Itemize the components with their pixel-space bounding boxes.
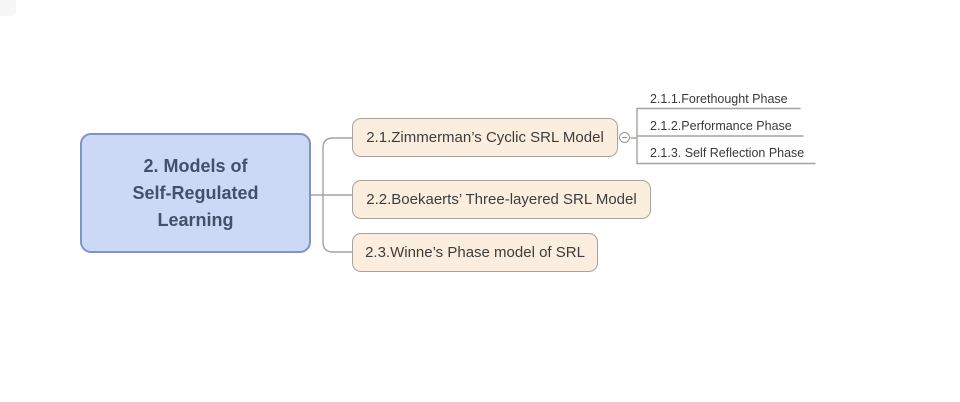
root-node[interactable]: 2. Models of Self-Regulated Learning (80, 133, 311, 253)
branch-node-label: 2.2.Boekaerts’ Three-layered SRL Model (366, 191, 637, 208)
leaf-node-forethought[interactable]: 2.1.1.Forethought Phase (650, 92, 788, 106)
connector-branch-2-1 (322, 137, 353, 196)
branch-node-label: 2.3.Winne’s Phase model of SRL (365, 244, 585, 261)
connector-branch-2-3 (322, 194, 353, 253)
branch-node-label: 2.1.Zimmerman’s Cyclic SRL Model (366, 129, 604, 146)
branch-node-winne[interactable]: 2.3.Winne’s Phase model of SRL (352, 233, 598, 272)
branch-node-zimmerman[interactable]: 2.1.Zimmerman’s Cyclic SRL Model (352, 118, 618, 157)
corner-artifact (0, 0, 16, 16)
minus-bar (622, 136, 627, 139)
collapse-minus-icon[interactable] (619, 132, 630, 143)
root-node-label-line3: Learning (157, 209, 234, 230)
root-node-label-line2: Self-Regulated (132, 182, 259, 203)
branch-node-boekaerts[interactable]: 2.2.Boekaerts’ Three-layered SRL Model (352, 180, 651, 219)
leaf-node-self-reflection[interactable]: 2.1.3. Self Reflection Phase (650, 146, 805, 160)
root-node-label-line1: 2. Models of (143, 155, 248, 176)
leaf-node-performance[interactable]: 2.1.2.Performance Phase (650, 119, 792, 133)
